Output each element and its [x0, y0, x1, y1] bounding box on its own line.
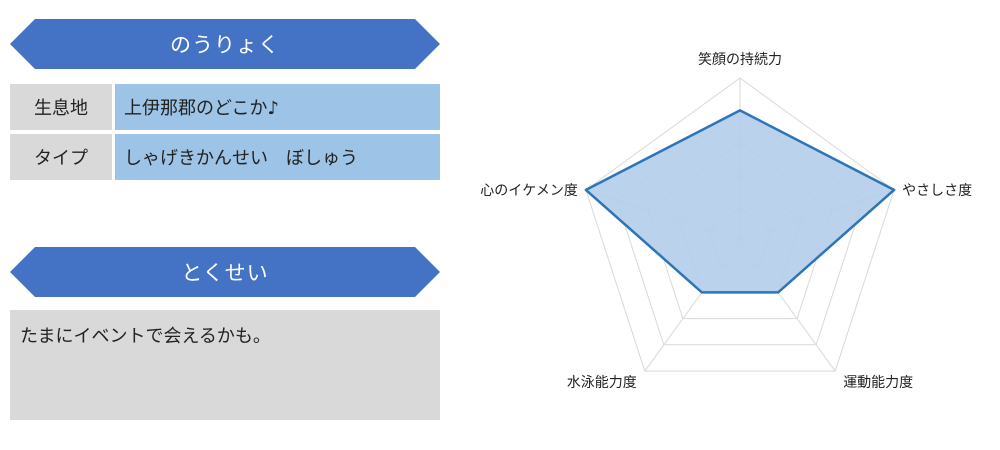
radar-series — [584, 109, 896, 294]
info-row-habitat: 生息地 上伊那郡のどこか♪ — [10, 84, 440, 130]
info-value: 上伊那郡のどこか♪ — [115, 84, 440, 130]
info-key: タイプ — [10, 134, 112, 180]
radar-ring — [585, 77, 895, 372]
radar-axis-label: やさしさ度 — [902, 183, 972, 199]
radar-axis-label: 心のイケメン度 — [480, 183, 578, 199]
radar-chart-area: 笑顔の持続力やさしさ度運動能力度 水泳能力度 心のイケメン度 — [450, 0, 1000, 450]
info-table: 生息地 上伊那郡のどこか♪ タイプ しゃげきかんせい ぼしゅう — [10, 84, 440, 184]
info-value: しゃげきかんせい ぼしゅう — [115, 134, 440, 180]
radar-axis-label: 笑顔の持続力 — [698, 51, 782, 68]
radar-series-area — [584, 109, 896, 294]
radar-axis-label: 水泳能力度 — [567, 375, 637, 391]
info-key: 生息地 — [10, 84, 112, 130]
ability-heading: のうりょく — [10, 19, 440, 69]
info-row-type: タイプ しゃげきかんせい ぼしゅう — [10, 134, 440, 180]
trait-description: たまにイベントで会えるかも。 — [10, 310, 440, 420]
radar-axis-label: 運動能力度 — [843, 375, 913, 391]
trait-heading: とくせい — [10, 247, 440, 297]
